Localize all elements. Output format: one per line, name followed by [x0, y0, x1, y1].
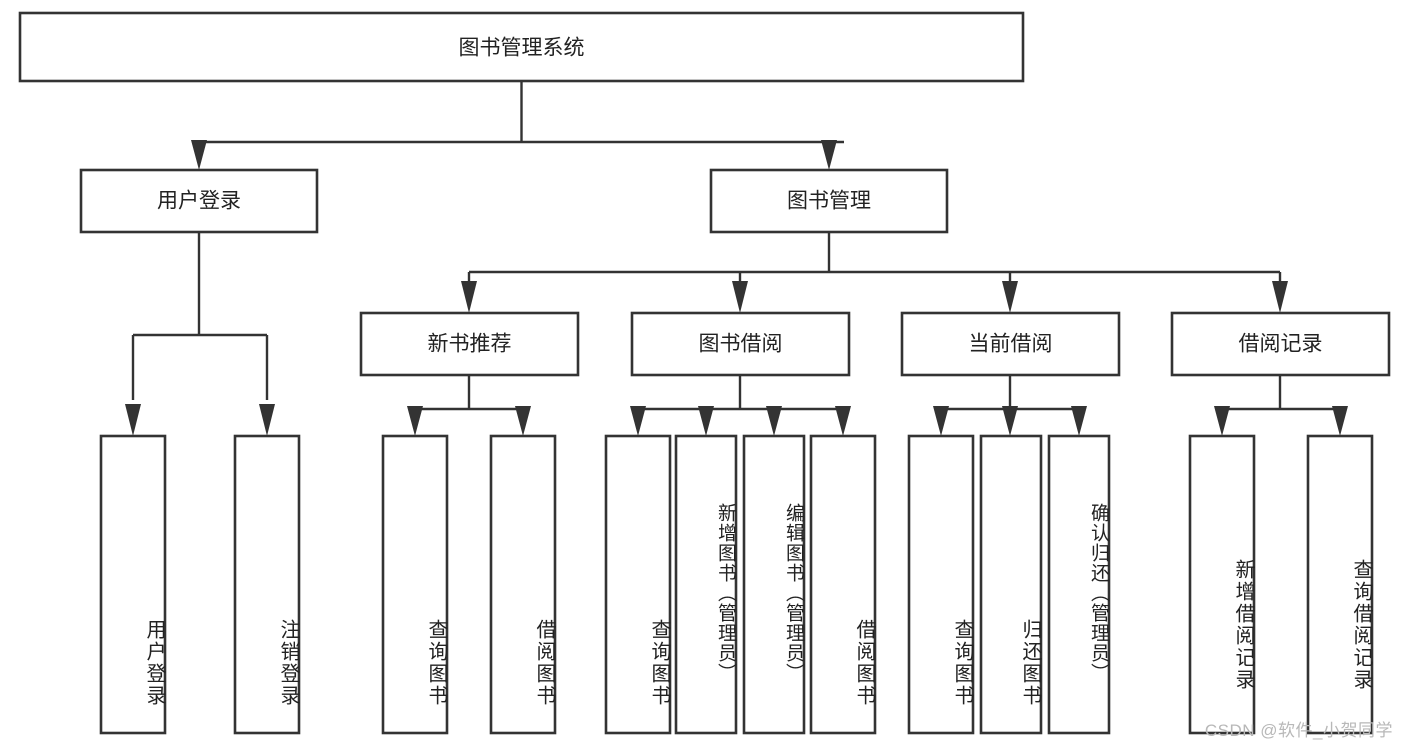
arrow-head-leaf-borrow-book-2 — [835, 406, 851, 436]
leaf-box-add-record[interactable] — [1188, 434, 1256, 735]
node-root[interactable]: 图书管理系统 — [18, 11, 1025, 83]
arrow-head-leaf-edit-book — [766, 406, 782, 436]
leaf-box-logout-login[interactable] — [233, 434, 301, 735]
node-root-box[interactable] — [18, 11, 1025, 83]
arrow-head-leaf-add-book — [698, 406, 714, 436]
connector-group-user-login — [125, 232, 275, 436]
arrow-head-new-book-recommend — [461, 281, 477, 313]
node-new-book-recommend[interactable]: 新书推荐 — [359, 311, 580, 377]
node-user-login[interactable]: 用户登录 — [79, 168, 319, 234]
leaf-box-add-book[interactable] — [674, 434, 738, 735]
node-borrow-record[interactable]: 借阅记录 — [1170, 311, 1391, 377]
leaf-box-user-login[interactable] — [99, 434, 167, 735]
node-current-borrow-label: 当前借阅 — [969, 333, 1053, 356]
connector-group-new-book-recommend — [407, 375, 531, 436]
leaf-box-confirm-return[interactable] — [1047, 434, 1111, 735]
arrow-head-leaf-borrow-book-1 — [515, 406, 531, 436]
node-borrow-record-label: 借阅记录 — [1239, 333, 1323, 356]
arrow-head-borrow-record — [1272, 281, 1288, 313]
arrow-head-leaf-user-login — [125, 404, 141, 436]
csdn-watermark: CSDN @软件_小贺同学 — [1204, 721, 1393, 740]
arrow-head-leaf-query-record — [1332, 406, 1348, 436]
node-book-manage-box[interactable] — [709, 168, 949, 234]
arrow-head-leaf-logout-login — [259, 404, 275, 436]
node-new-book-recommend-box[interactable] — [359, 311, 580, 377]
arrow-head-leaf-query-book-1 — [407, 406, 423, 436]
node-book-manage[interactable]: 图书管理 — [709, 168, 949, 234]
leaf-box-query-book-2[interactable] — [604, 434, 672, 735]
leaf-box-borrow-book-2[interactable] — [809, 434, 877, 735]
connector-group-current-borrow — [933, 375, 1087, 436]
connector-group-borrow-record — [1214, 375, 1348, 436]
arrow-head-book-borrow — [732, 281, 748, 313]
leaf-box-edit-book[interactable] — [742, 434, 806, 735]
arrow-head-leaf-confirm-return — [1071, 406, 1087, 436]
node-book-manage-label: 图书管理 — [787, 190, 871, 213]
arrow-head-leaf-add-record — [1214, 406, 1230, 436]
node-borrow-record-box[interactable] — [1170, 311, 1391, 377]
leaf-box-query-record[interactable] — [1306, 434, 1374, 735]
leaf-box-query-book-3[interactable] — [907, 434, 975, 735]
node-current-borrow[interactable]: 当前借阅 — [900, 311, 1121, 377]
arrow-head-leaf-query-book-3 — [933, 406, 949, 436]
node-user-login-box[interactable] — [79, 168, 319, 234]
leaf-boxes — [99, 434, 1374, 735]
arrow-head-current-borrow — [1002, 281, 1018, 313]
node-current-borrow-box[interactable] — [900, 311, 1121, 377]
node-user-login-label: 用户登录 — [157, 190, 241, 213]
connector-group-root — [191, 81, 844, 170]
node-book-borrow-box[interactable] — [630, 311, 851, 377]
node-new-book-recommend-label: 新书推荐 — [428, 333, 512, 356]
arrow-head-book-manage — [821, 140, 837, 170]
arrow-head-user-login — [191, 140, 207, 170]
leaf-box-query-book-1[interactable] — [381, 434, 449, 735]
node-book-borrow[interactable]: 图书借阅 — [630, 311, 851, 377]
connector-group-book-manage — [461, 232, 1288, 313]
leaf-box-return-book[interactable] — [979, 434, 1043, 735]
node-root-label: 图书管理系统 — [459, 37, 585, 60]
arrow-head-leaf-query-book-2 — [630, 406, 646, 436]
node-book-borrow-label: 图书借阅 — [699, 333, 783, 356]
leaf-box-borrow-book-1[interactable] — [489, 434, 557, 735]
connector-group-book-borrow — [630, 375, 851, 436]
arrow-head-leaf-return-book — [1002, 406, 1018, 436]
